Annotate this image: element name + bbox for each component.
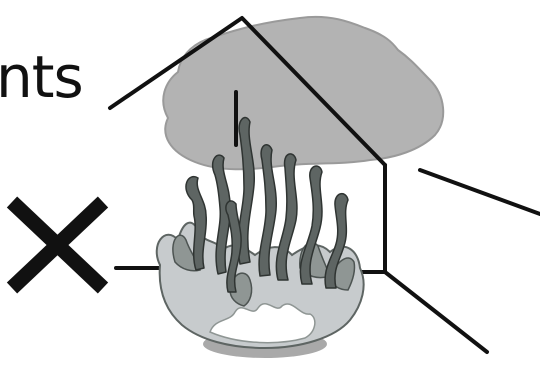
diagonal-down-line xyxy=(385,272,487,352)
right-wall-line xyxy=(362,165,385,272)
smoke-cloud-icon xyxy=(163,17,443,169)
cross-icon xyxy=(12,202,103,288)
diagonal-right-line xyxy=(420,170,540,214)
